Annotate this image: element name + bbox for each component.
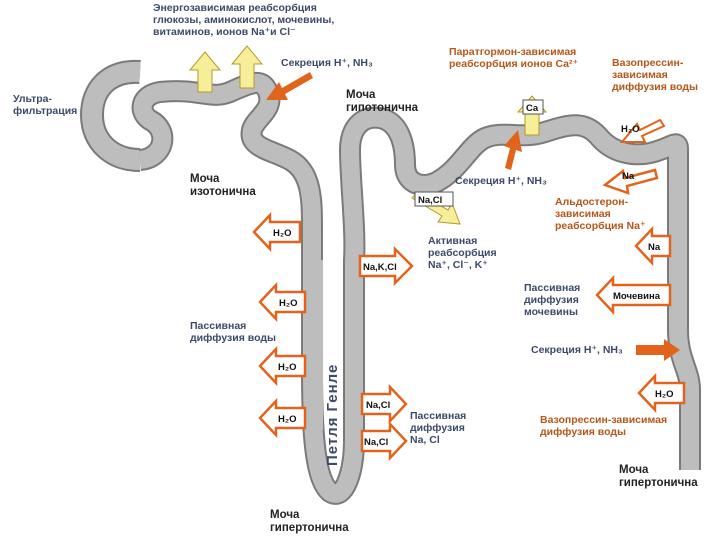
- passive-urea-label: Пассивная диффузия мочевины: [524, 282, 581, 318]
- na-label-1: Na: [622, 171, 635, 182]
- na-label-2: Na: [648, 242, 661, 253]
- up-arrow-yellow-2: [230, 45, 264, 89]
- vasopressin-bottom-label: Вазопрессин-зависимая диффузия воды: [540, 414, 668, 438]
- h2o-label-2: H₂O: [279, 298, 297, 309]
- secretion-top-label: Секреция H⁺, NH₃: [281, 57, 373, 69]
- urine-hypertonic-bottom-label: Моча гипертонична: [270, 509, 349, 534]
- nacl-arrow-2: Na,Cl: [360, 420, 408, 462]
- urine-hypotonic-label: Моча гипотонична: [346, 89, 419, 114]
- nacl-arrow-1: Na,Cl: [360, 383, 408, 425]
- h2o-arrow-2: H₂O: [258, 281, 307, 323]
- secretion-right-label: Секреция H⁺, NH₃: [531, 344, 623, 356]
- na-arrow-1: Na: [602, 168, 659, 195]
- ultrafiltration-label: Ультра- фильтрация: [13, 93, 78, 117]
- right-outline-arrows: Na,K,Cl Na,Cl Na,Cl: [358, 245, 414, 462]
- h2o-arrow-3: H₂O: [258, 345, 307, 387]
- left-outline-arrows: H₂O H₂O H₂O H₂O H₂O Na Na Мочевина: [252, 118, 686, 439]
- na-arrow-2: Na: [634, 225, 672, 267]
- secretion-arrow-mid: [504, 130, 522, 170]
- energy-reabsorption-label: Энергозависимая реабсорбция глюкозы, ами…: [153, 2, 335, 38]
- nacl-label-top: Na,Cl: [418, 195, 442, 206]
- urea-label: Мочевина: [613, 291, 661, 302]
- urine-hypertonic-right-label: Моча гипертонична: [619, 464, 698, 489]
- h2o-label-top-right: H₂O: [621, 124, 639, 135]
- vasopressin-top-label: Вазопрессин- зависимая диффузия воды: [612, 57, 698, 93]
- urea-arrow: Мочевина: [595, 274, 672, 316]
- secretion-arrow-top: [266, 72, 313, 100]
- nakcl-arrow: Na,K,Cl: [358, 245, 414, 287]
- h2o-arrow-right-bottom: H₂O: [637, 372, 686, 414]
- up-arrow-yellow-1: [188, 51, 222, 93]
- h2o-arrow-4: H₂O: [258, 397, 307, 439]
- h2o-label-right-bottom: H₂O: [655, 389, 673, 400]
- nacl-label-2: Na,Cl: [364, 437, 388, 448]
- h2o-arrow-top-right: H₂O: [619, 118, 666, 143]
- h2o-label-4: H₂O: [278, 414, 296, 425]
- loop-of-henle-label: Петля Генле: [324, 364, 341, 466]
- active-reabsorption-label: Активная реабсорбция Na⁺, Cl⁻, K⁺: [428, 235, 497, 271]
- secretion-arrows: [266, 72, 680, 361]
- nacl-label-1: Na,Cl: [366, 400, 390, 411]
- nakcl-label: Na,K,Cl: [363, 262, 397, 273]
- parathormone-label: Паратгормон-зависимая реабсорбция ионов …: [449, 46, 579, 70]
- h2o-label-3: H₂O: [278, 362, 296, 373]
- urine-isotonic-label: Моча изотонична: [190, 173, 256, 198]
- secretion-arrow-right: [636, 339, 680, 361]
- passive-water-label: Пассивная диффузия воды: [190, 320, 276, 344]
- h2o-label-1: H₂O: [273, 228, 291, 239]
- nacl-box-top: Na,Cl: [414, 191, 454, 207]
- secretion-mid-label: Секреция H⁺, NH₃: [455, 175, 547, 187]
- passive-nacl-label: Пассивная диффузия Na, Cl: [410, 410, 467, 446]
- aldosterone-label: Альдостерон- зависимая реабсорбция Na⁺: [555, 196, 646, 232]
- ca-box: Ca: [522, 99, 544, 115]
- h2o-arrow-1: H₂O: [252, 211, 302, 253]
- ca-label: Ca: [526, 103, 539, 114]
